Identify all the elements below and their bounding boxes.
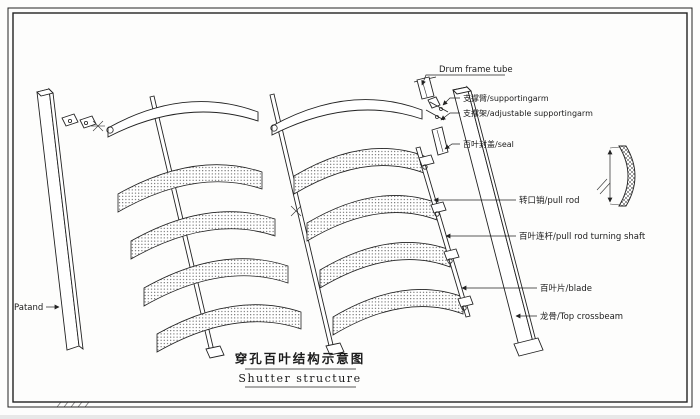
sheet-border — [7, 7, 693, 408]
title-block: 穿孔百叶结构示意图 Shutter structure — [235, 351, 366, 388]
label-blade: 百叶片/blade — [540, 283, 592, 294]
label-top-crossbeam: 龙骨/Top crossbeam — [540, 311, 623, 322]
rail-cross-mark — [290, 205, 302, 217]
label-pull-rod-turning-shaft: 百叶连杆/pull rod turning shaft — [519, 231, 646, 242]
left-bracket-hardware — [61, 113, 105, 132]
blade-panels-left — [117, 164, 302, 353]
leader-lines — [46, 74, 537, 319]
right-post — [452, 85, 544, 357]
blade-section-detail — [596, 145, 636, 207]
blade-left-3 — [143, 258, 289, 307]
fastener-cross-mark — [91, 120, 105, 132]
label-patand: Patand — [14, 303, 43, 313]
drawing-title-cn: 穿孔百叶结构示意图 — [235, 351, 366, 366]
border-tick-marks — [56, 401, 90, 408]
right-canopy — [270, 99, 423, 136]
middle-rail — [269, 93, 345, 356]
blade-right-4 — [332, 289, 464, 336]
label-pull-rod: 转口销/pull rod — [519, 195, 579, 206]
drawing-title-en: Shutter structure — [238, 372, 361, 385]
pull-rod-linkage — [415, 146, 474, 318]
drum-tube-assembly — [413, 76, 449, 156]
label-supporting-arm: 支撑臂/supportingarm — [463, 93, 549, 103]
annotations: Drum frame tube 支撑臂/supportingarm 支撑架/ad… — [14, 65, 646, 322]
blade-right-3 — [319, 242, 451, 289]
detail-note-marks — [596, 178, 611, 195]
blade-left-1 — [117, 164, 263, 213]
blade-right-1 — [293, 148, 425, 195]
label-seal: 百叶封盖/seal — [463, 139, 514, 149]
blade-right-2 — [306, 195, 438, 242]
label-drum-frame-tube: Drum frame tube — [439, 65, 513, 75]
blade-left-2 — [130, 211, 276, 260]
blade-left-4 — [156, 304, 302, 353]
label-adjustable-supporting-arm: 支撑架/adjustable supportingarm — [463, 108, 593, 118]
left-post — [36, 87, 84, 351]
blade-panels-right — [293, 148, 464, 336]
left-canopy — [106, 101, 259, 138]
